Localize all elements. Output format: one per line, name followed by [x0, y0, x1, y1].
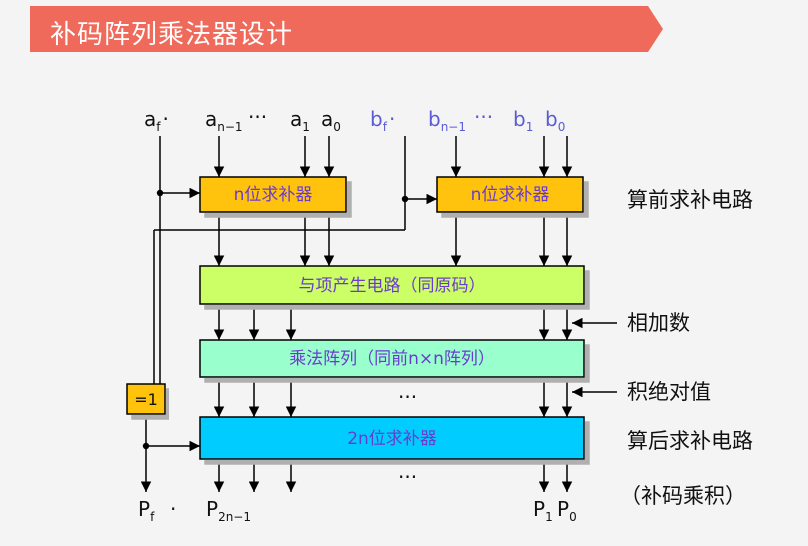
input-af-label: af· [144, 107, 169, 134]
input-a-ellipsis: ··· [248, 105, 267, 129]
output-complementer-box: 2n位求补器 [199, 416, 585, 460]
complementer-a-box: n位求补器 [199, 176, 347, 213]
input-b1-label: b1 [513, 107, 533, 134]
input-bf-label: bf· [370, 107, 395, 134]
output-p0-label: P0 [557, 497, 577, 524]
complementer-b-box: n位求补器 [436, 176, 584, 213]
side-label-abs-product: 积绝对值 [627, 380, 711, 404]
complementer-b-label: n位求补器 [471, 185, 550, 205]
side-label-pre-complement: 算前求补电路 [627, 188, 753, 212]
input-an1-label: an−1 [205, 107, 243, 134]
input-b-ellipsis: ··· [474, 105, 493, 129]
junction-dot [142, 442, 150, 450]
slide-title: 补码阵列乘法器设计 [50, 20, 294, 50]
complementer-a-label: n位求补器 [234, 185, 313, 205]
input-bn1-label: bn−1 [428, 107, 466, 134]
and-generator-label: 与项产生电路（同原码） [299, 276, 486, 296]
multiplier-array-label: 乘法阵列（同前n×n阵列） [289, 349, 495, 369]
array-ellipsis: ··· [398, 385, 417, 409]
output-pf-label: Pf [138, 497, 155, 524]
junction-dot [401, 195, 409, 203]
and-generator-box: 与项产生电路（同原码） [199, 265, 585, 305]
output-ellipsis: ··· [398, 465, 417, 489]
output-p1-label: P1 [533, 497, 553, 524]
wires [140, 136, 617, 492]
xor-gate-label: =1 [134, 390, 158, 409]
side-label-addend: 相加数 [627, 311, 690, 335]
multiplier-array-box: 乘法阵列（同前n×n阵列） [199, 339, 585, 378]
output-p2n1-label: P2n−1 [206, 497, 251, 524]
title-banner: 补码阵列乘法器设计 [30, 6, 663, 52]
output-dot: · [170, 497, 176, 521]
input-b0-label: b0 [545, 107, 565, 134]
input-a1-label: a1 [290, 107, 310, 134]
xor-gate-box: =1 [126, 383, 166, 415]
side-label-post-complement: 算后求补电路 [627, 429, 753, 453]
junction-dot [156, 189, 164, 197]
input-a0-label: a0 [321, 107, 341, 134]
side-label-result: （补码乘积） [620, 484, 746, 508]
output-complementer-label: 2n位求补器 [347, 429, 437, 449]
